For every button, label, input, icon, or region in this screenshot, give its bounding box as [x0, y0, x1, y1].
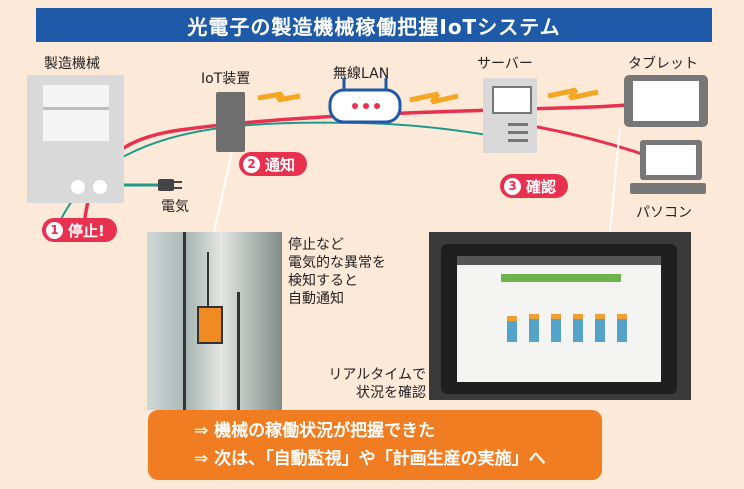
tablet-icon	[624, 75, 708, 127]
tablet-dashboard-photo	[429, 232, 691, 400]
step-number: 3	[504, 177, 521, 195]
step-badge-confirm: 3 確認	[500, 174, 569, 198]
server-icon	[483, 78, 537, 153]
step-label: 確認	[526, 177, 557, 196]
lan-label: 無線LAN	[333, 66, 390, 82]
step-label: 通知	[265, 155, 296, 174]
note-line: リアルタイムで	[328, 367, 426, 383]
tablet-note: リアルタイムで 状況を確認	[318, 366, 426, 402]
step-badge-notify: 2 通知	[239, 152, 308, 176]
bolt-icon	[257, 91, 301, 103]
step-badge-stop: 1 停止!	[42, 218, 117, 242]
photo-connector-left	[213, 151, 233, 233]
iot-device-photo	[147, 232, 282, 410]
step-label: 停止!	[68, 221, 105, 240]
pc-keyboard-icon	[630, 183, 706, 194]
note-line: 自動通知	[288, 291, 344, 307]
step-number: 2	[243, 155, 260, 173]
pc-monitor-icon	[640, 140, 702, 180]
router-icon	[328, 78, 402, 124]
result-line: ⇒ 次は、「自動監視」や「計画生産の実施」へ	[194, 449, 546, 469]
iot-label: IoT装置	[201, 71, 251, 87]
diagram-title: 光電子の製造機械稼働把握IoTシステム	[36, 8, 712, 42]
note-line: 停止など	[288, 237, 344, 253]
power-label: 電気	[161, 199, 189, 215]
machine-label: 製造機械	[44, 56, 100, 72]
bolt-icon	[409, 91, 459, 105]
iot-note: 停止など 電気的な異常を 検知すると 自動通知	[288, 236, 386, 308]
note-line: 電気的な異常を	[288, 255, 386, 271]
tablet-label: タブレット	[628, 56, 698, 72]
plug-icon	[158, 179, 182, 191]
note-line: 検知すると	[288, 273, 358, 289]
iot-device-icon	[216, 92, 245, 152]
result-line: ⇒ 機械の稼働状況が把握できた	[194, 421, 436, 441]
signal-line-pc	[519, 122, 661, 162]
server-label: サーバー	[477, 56, 533, 72]
machine-icon	[27, 75, 124, 203]
photo-connector-right	[609, 127, 621, 233]
step-number: 1	[46, 221, 63, 239]
bolt-icon	[547, 87, 599, 101]
result-box: ⇒ 機械の稼働状況が把握できた ⇒ 次は、「自動監視」や「計画生産の実施」へ	[148, 410, 602, 480]
pc-label: パソコン	[636, 205, 692, 221]
note-line: 状況を確認	[356, 385, 426, 401]
